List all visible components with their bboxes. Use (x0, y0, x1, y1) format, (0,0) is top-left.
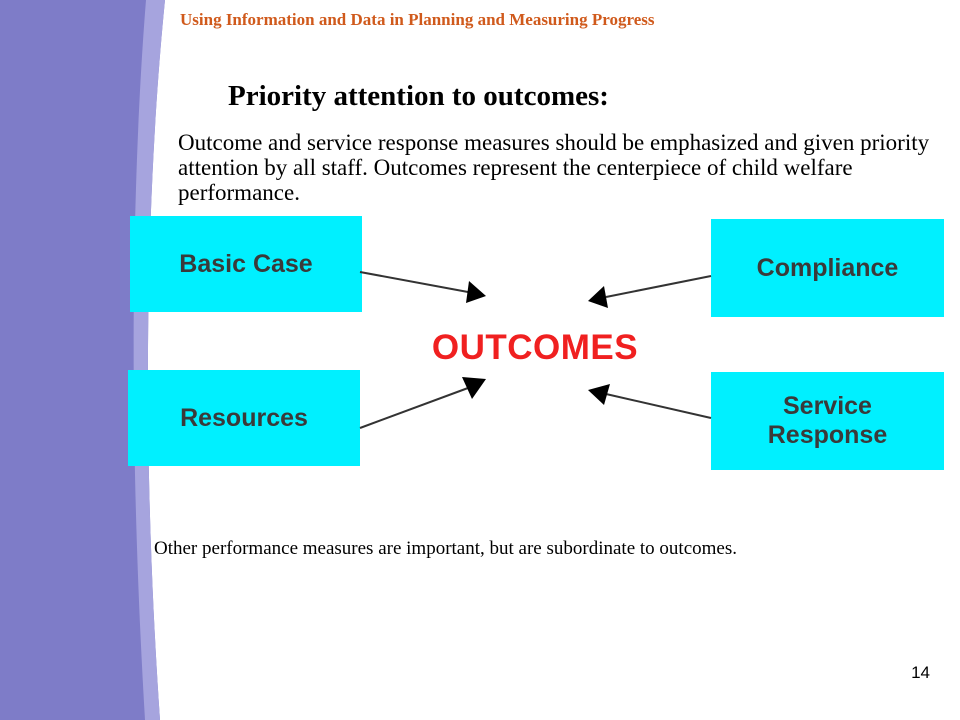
basic-case-label: Basic Case (179, 249, 313, 278)
arrow-service-response (588, 384, 712, 419)
footer-note: Other performance measures are important… (154, 538, 737, 559)
resources-box: Resources (128, 370, 360, 466)
arrow-basic-case (359, 271, 486, 303)
slide-title: Priority attention to outcomes: (228, 80, 609, 112)
service-response-box: Service Response (711, 372, 944, 470)
decorative-left-band (0, 0, 165, 720)
slide-header: Using Information and Data in Planning a… (180, 10, 655, 29)
service-response-line1: Service (783, 392, 872, 420)
basic-case-box: Basic Case (130, 216, 362, 312)
outcomes-label: OUTCOMES (431, 328, 639, 367)
page-number: 14 (911, 663, 930, 682)
compliance-label: Compliance (756, 253, 899, 282)
service-response-label: Service Response (768, 392, 887, 450)
intro-paragraph: Outcome and service response measures sh… (178, 130, 930, 205)
arrow-compliance (588, 275, 712, 308)
arrow-resources (359, 377, 486, 429)
service-response-line2: Response (767, 421, 888, 449)
compliance-box: Compliance (711, 219, 944, 317)
resources-label: Resources (180, 403, 308, 432)
